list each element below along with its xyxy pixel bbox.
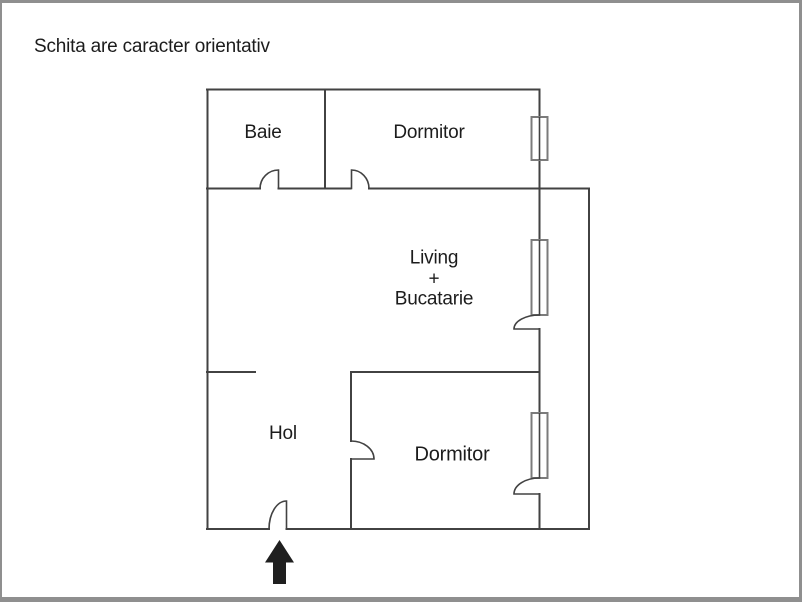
window-dormitor-sus [530, 116, 549, 161]
door-dormitor-sus [350, 169, 370, 190]
window-living [530, 239, 549, 316]
floor-plan [206, 88, 590, 584]
room-label-living-bucatarie: Living + Bucatarie [394, 247, 474, 310]
door-baie [259, 169, 280, 190]
entrance-arrow-icon [265, 540, 294, 584]
room-label-living-line2: + [428, 267, 440, 289]
room-label-dormitor-sus: Dormitor [393, 122, 465, 143]
room-label-living-line1: Living [409, 247, 459, 269]
door-balcon-living [513, 314, 541, 330]
room-label-hol: Hol [269, 423, 297, 444]
room-label-baie: Baie [244, 122, 282, 143]
door-balcon-dormitor [513, 477, 541, 495]
door-hol-dormitor [350, 440, 375, 460]
room-label-living-line3: Bucatarie [394, 288, 474, 310]
page-title: Schita are caracter orientativ [34, 36, 270, 57]
window-dormitor-jos [530, 412, 549, 479]
door-entrance [268, 500, 288, 530]
walls [206, 88, 590, 530]
doors [259, 169, 541, 530]
room-label-dormitor-jos: Dormitor [414, 443, 490, 466]
